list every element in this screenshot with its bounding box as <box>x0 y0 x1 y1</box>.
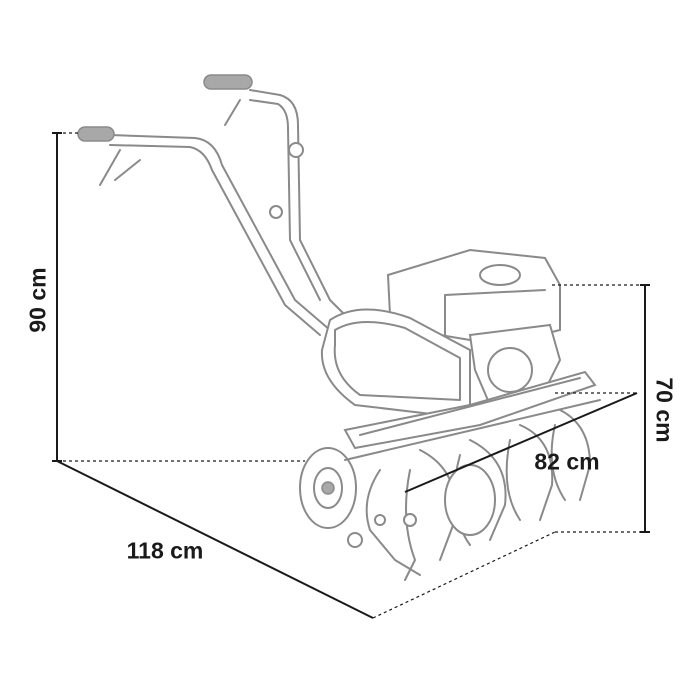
dim-118-line <box>56 460 374 619</box>
dim-90-line <box>52 132 62 462</box>
dim-70-line <box>640 284 650 533</box>
handlebar <box>77 74 351 336</box>
dim-82-line <box>404 392 638 493</box>
width-label: 82 cm <box>534 448 600 475</box>
dimension-lines <box>52 132 650 619</box>
tiller-body <box>320 308 597 450</box>
engine <box>386 248 562 407</box>
tines <box>344 399 601 581</box>
wheel <box>299 447 357 529</box>
length-label: 118 cm <box>126 537 204 564</box>
height-handle-label: 90 cm <box>24 267 51 333</box>
height-engine-label: 70 cm <box>651 377 678 443</box>
